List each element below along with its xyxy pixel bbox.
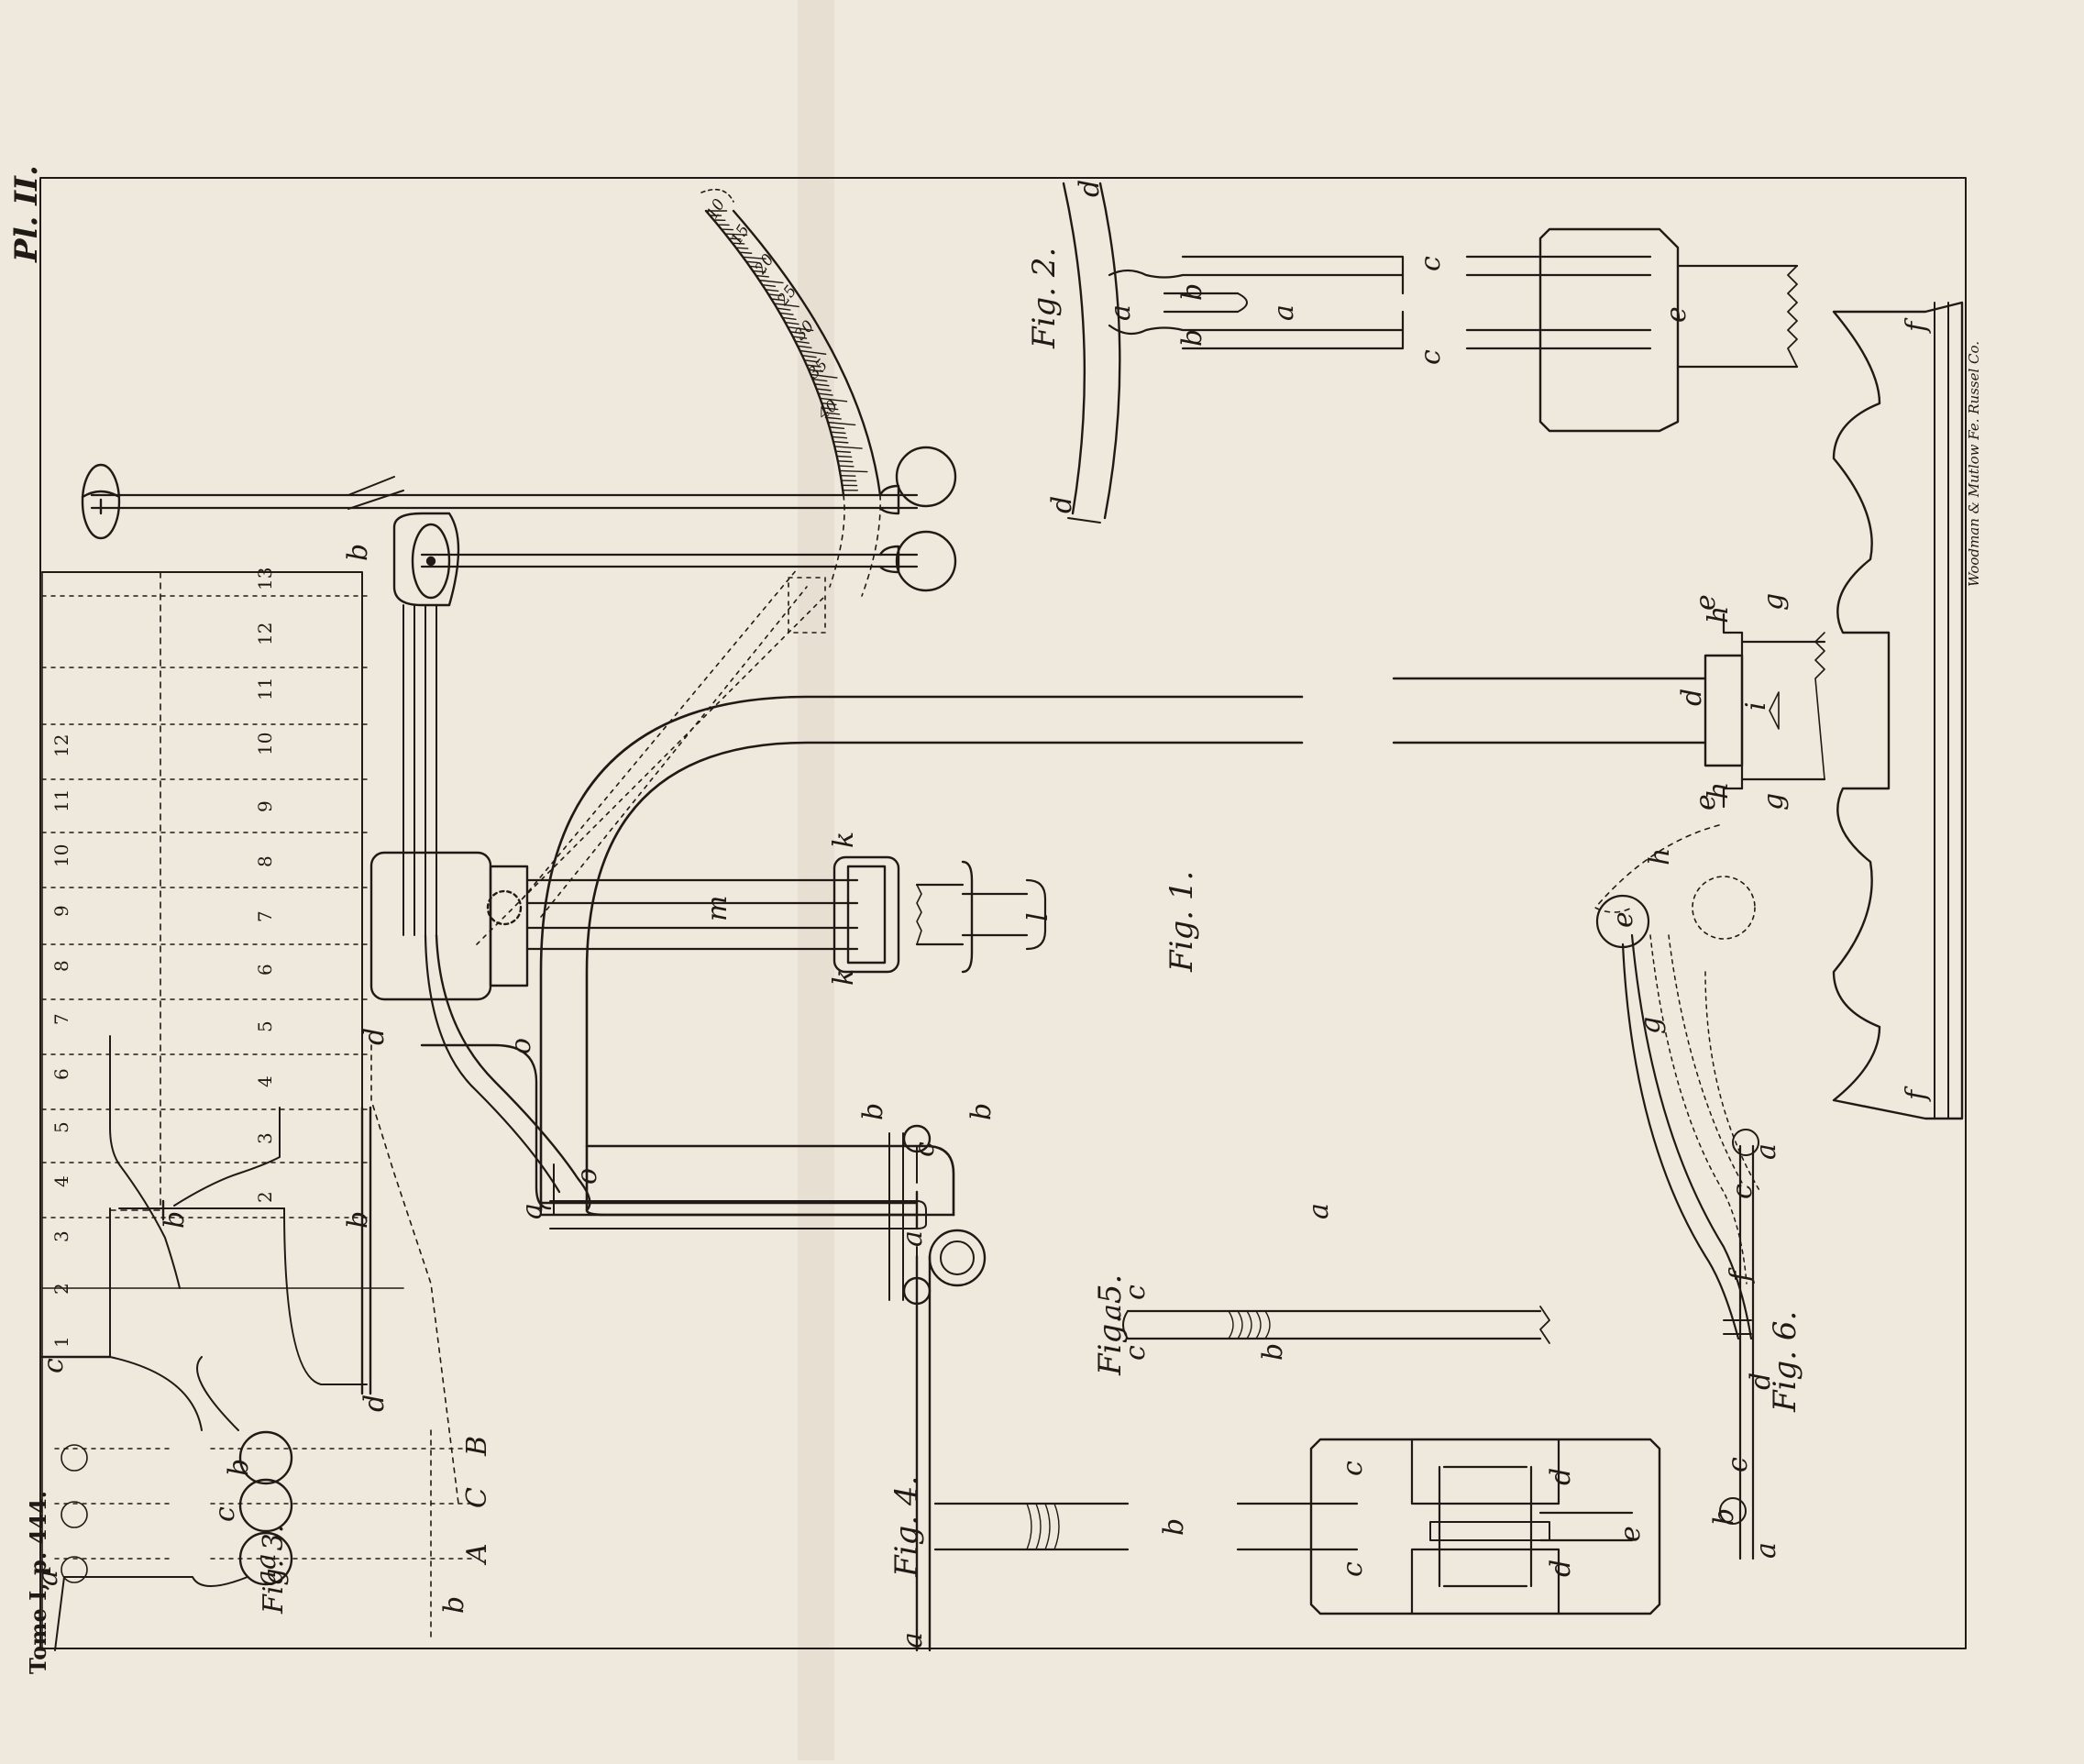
fig3-upper-number: 11 (50, 789, 72, 812)
arc-tick (839, 466, 854, 467)
svg-text:B: B (461, 1436, 493, 1457)
svg-text:b: b (965, 1103, 998, 1120)
svg-text:b: b (438, 1596, 470, 1614)
svg-text:a: a (516, 1203, 548, 1219)
svg-text:b: b (1176, 283, 1208, 301)
svg-text:d: d (1545, 1468, 1577, 1485)
fig3-lower-number: 13 (254, 568, 276, 590)
svg-text:l: l (1022, 912, 1054, 921)
fig3-lower-number: 8 (254, 855, 276, 867)
fig3-upper-number: 1 (50, 1336, 72, 1348)
svg-text:e: e (1615, 1526, 1647, 1542)
svg-text:b: b (223, 1459, 255, 1476)
svg-text:m: m (701, 896, 733, 921)
svg-text:b: b (1257, 1343, 1289, 1361)
svg-text:a: a (897, 1230, 929, 1247)
svg-text:e: e (1690, 594, 1722, 611)
svg-text:d: d (1676, 689, 1708, 706)
svg-text:c: c (1119, 1284, 1152, 1300)
fig3-upper-number: 9 (50, 905, 72, 917)
svg-text:e: e (1690, 794, 1722, 810)
svg-text:k: k (828, 832, 860, 848)
svg-text:k: k (828, 969, 860, 986)
fig3-upper-number: 12 (50, 734, 72, 757)
fig3-lower-number: 10 (254, 733, 276, 755)
fig6-title: Fig. 6. (1767, 1311, 1803, 1413)
svg-text:c: c (1726, 1184, 1759, 1199)
svg-text:e: e (1660, 306, 1693, 323)
svg-text:b: b (1158, 1518, 1190, 1536)
svg-text:d: d (1046, 496, 1078, 513)
svg-text:o: o (505, 1038, 537, 1054)
fig3-upper-number: 4 (50, 1175, 72, 1187)
fig3-lower-number: 4 (254, 1075, 276, 1087)
svg-text:a: a (1750, 1542, 1782, 1559)
svg-text:o: o (571, 1168, 603, 1185)
svg-text:d: d (1745, 1373, 1777, 1390)
svg-text:a: a (897, 1632, 929, 1648)
svg-text:c: c (1722, 1457, 1754, 1472)
svg-text:a: a (1750, 1143, 1782, 1160)
svg-text:d: d (358, 1395, 391, 1412)
fig3-upper-number: 10 (50, 844, 72, 867)
fig3-lower-number: 9 (254, 800, 276, 812)
svg-text:c: c (1415, 256, 1447, 271)
svg-text:a: a (1096, 1304, 1128, 1320)
svg-text:b: b (1708, 1508, 1740, 1526)
svg-text:a: a (1268, 304, 1300, 321)
fig3-upper-number: 5 (50, 1121, 72, 1133)
arc-tick (838, 461, 853, 462)
svg-text:g: g (1635, 1017, 1667, 1034)
fig3-lower-number: 12 (254, 623, 276, 645)
fig3-upper-number: 2 (50, 1283, 72, 1295)
engraver-credit: Woodman & Mutlow Fe. Russel Co. (1966, 341, 1982, 587)
fig3-lower-number: 7 (254, 910, 276, 922)
fig3-lower-number: 11 (254, 678, 276, 700)
fig3-upper-number: 8 (50, 960, 72, 972)
fig2-title: Fig. 2. (1026, 248, 1063, 349)
svg-text:c: c (1337, 1461, 1369, 1476)
svg-text:c: c (1415, 349, 1447, 365)
svg-text:b: b (857, 1103, 889, 1120)
fig3-lower-number: 6 (254, 964, 276, 976)
fig1-title: Fig. 1. (1163, 871, 1200, 973)
fig3-lower-number: 3 (254, 1132, 276, 1144)
plate-number: Pl. II. (8, 165, 45, 263)
fig3-lower-number: 2 (254, 1191, 276, 1203)
svg-text:a: a (1303, 1203, 1335, 1219)
svg-text:c: c (209, 1506, 241, 1522)
svg-text:e: e (1607, 911, 1639, 928)
svg-text:i: i (1740, 701, 1772, 711)
svg-text:d: d (1074, 180, 1106, 197)
fig3-lower-number: 5 (254, 1020, 276, 1032)
arc-tick (837, 457, 852, 458)
svg-text:c: c (1337, 1561, 1369, 1577)
svg-text:d: d (1545, 1560, 1577, 1577)
fig3-upper-number: 6 (50, 1068, 72, 1080)
svg-text:a: a (250, 1570, 282, 1586)
svg-text:b: b (1176, 329, 1208, 347)
fig3-upper-number: 7 (50, 1013, 72, 1025)
fig3-upper-number: 3 (50, 1230, 72, 1242)
svg-text:C: C (461, 1487, 493, 1508)
svg-text:a: a (1105, 304, 1137, 321)
svg-text:a: a (32, 1570, 64, 1586)
svg-text:g: g (1758, 593, 1790, 611)
svg-text:c: c (1119, 1345, 1152, 1361)
svg-text:g: g (1758, 793, 1790, 810)
svg-text:h: h (1644, 848, 1676, 865)
svg-text:c: c (38, 1358, 70, 1373)
svg-text:A: A (461, 1543, 493, 1566)
svg-text:b: b (159, 1211, 191, 1229)
svg-text:b: b (342, 1211, 374, 1229)
svg-text:a: a (250, 1553, 282, 1570)
svg-text:d: d (358, 1028, 391, 1045)
fig4-title: Fig. 4. (888, 1476, 925, 1578)
svg-text:b: b (342, 544, 374, 561)
svg-text:c: c (909, 1141, 941, 1157)
